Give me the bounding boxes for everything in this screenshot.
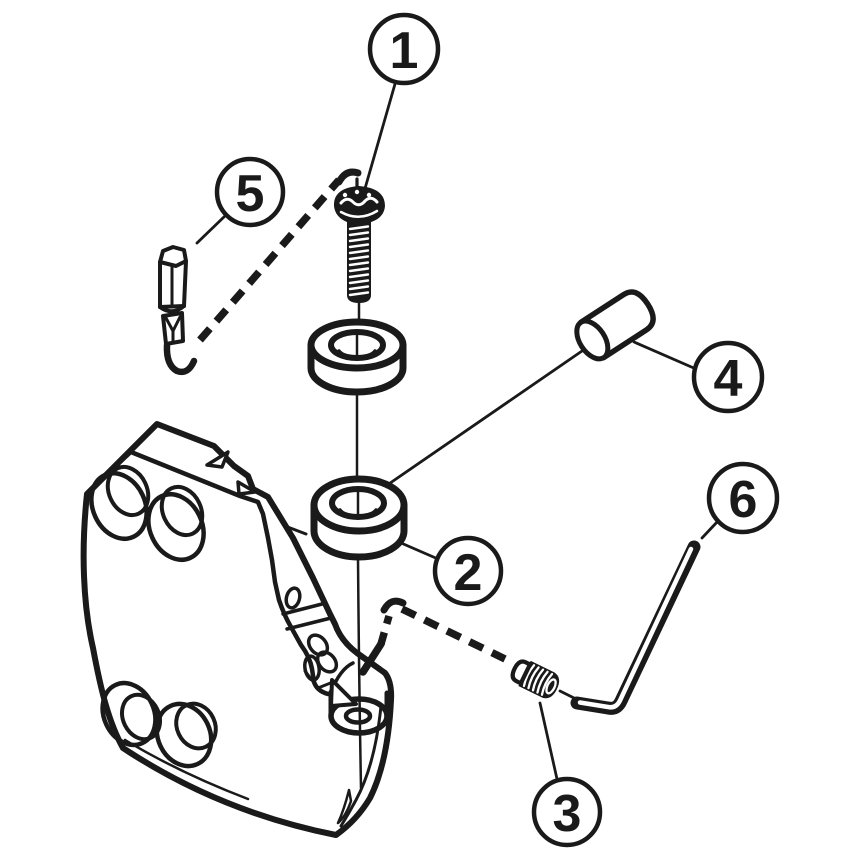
screw-head-highlight (339, 209, 379, 218)
bottom-edge-inner-line (123, 738, 250, 801)
body-notch-1 (205, 450, 230, 469)
arm-oval-3 (315, 650, 339, 674)
setscrew-motion-path (359, 597, 507, 676)
hexkey-outline (570, 540, 701, 715)
callout-3-number: 3 (553, 785, 582, 843)
tool-body (80, 421, 395, 838)
screw-torx-dot (342, 192, 348, 198)
callout-2: 2 (432, 535, 504, 607)
body-chamfer-line (283, 524, 308, 536)
setscrew-threads (522, 664, 554, 696)
callout-2-number: 2 (454, 544, 483, 602)
callout-4: 4 (691, 340, 765, 414)
hole-4-outer (154, 701, 214, 769)
arm-oval-1 (284, 586, 302, 610)
callout-1-number: 1 (390, 22, 419, 80)
arm-facet-line (303, 669, 335, 690)
hole-3-inner (120, 692, 162, 742)
leader-line-5 (195, 213, 228, 245)
callout-5: 5 (214, 156, 286, 228)
arm-step-line-1 (281, 601, 328, 616)
setscrew-hex-socket (545, 678, 557, 695)
bit-motion-path (197, 168, 362, 343)
screw-torx-recess (339, 196, 379, 207)
clamp-screw (333, 185, 386, 304)
callout-3-circle (531, 776, 603, 848)
callout-4-circle (691, 340, 765, 414)
dashed-path-lower-b (400, 605, 507, 663)
body-notch-2 (236, 480, 257, 496)
hexkey-core (577, 546, 694, 710)
boss-seat-bore (343, 707, 373, 725)
bit-collar (158, 304, 186, 314)
pin-assembly-line (378, 338, 600, 492)
mounting-holes (89, 464, 218, 769)
screw-torx-dot (366, 192, 372, 198)
leader-line-3 (538, 701, 559, 781)
setscrew-dog-point (510, 659, 533, 686)
dashed-path-lower-hook (380, 597, 407, 614)
body-tail (123, 704, 383, 828)
dashed-path-upper (197, 177, 342, 343)
hex-key (570, 540, 701, 715)
arm-details (281, 586, 339, 690)
hole-1-inner (105, 464, 151, 518)
bit-hex-top (158, 245, 188, 268)
body-silhouette (80, 421, 395, 838)
arm-oval-4 (303, 654, 321, 682)
hole-2-inner (159, 484, 205, 538)
callout-6: 6 (706, 461, 780, 535)
callout-5-number: 5 (236, 165, 265, 223)
callout-6-number: 6 (729, 471, 758, 529)
axis-segment-3 (356, 557, 363, 790)
screw-threads (348, 225, 370, 297)
callout-5-circle (214, 156, 286, 228)
callout-1-circle (367, 12, 441, 86)
washer-lower (310, 475, 408, 561)
callout-1: 1 (367, 12, 441, 86)
callout-6-circle (706, 461, 780, 535)
hole-4-inner (174, 701, 218, 751)
callout-3: 3 (531, 776, 603, 848)
arm-step-line-2 (285, 616, 333, 631)
leader-line-6 (700, 519, 720, 540)
washer-upper (307, 318, 407, 396)
cylindrical-pin (574, 289, 656, 362)
leader-line-1 (362, 82, 397, 194)
leader-line-4 (632, 340, 698, 371)
set-screw (510, 659, 560, 699)
tail-sliver (336, 788, 353, 825)
dashed-path-upper-hook (335, 168, 362, 186)
callout-4-number: 4 (714, 350, 743, 408)
dashed-path-lower-solid (359, 640, 385, 676)
dashed-path-lower-a (377, 614, 393, 646)
pin-end-face (574, 318, 611, 362)
tail-inner-curve (339, 704, 383, 828)
callout-2-circle (432, 535, 504, 607)
hole-1-outer (89, 471, 149, 541)
torx-bit (158, 245, 198, 376)
bit-tip-curve (163, 341, 198, 376)
boss-slot-wedge (329, 678, 358, 708)
callouts: 1 2 3 4 5 6 (214, 12, 780, 848)
screw-torx-dot (354, 189, 360, 195)
